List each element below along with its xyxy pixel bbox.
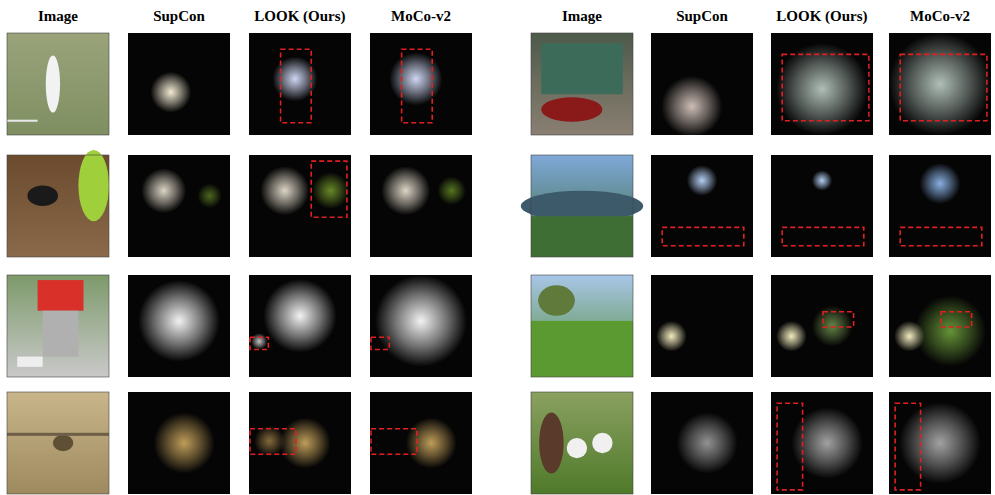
attention-map <box>370 155 472 257</box>
attention-map <box>249 33 351 135</box>
highlight-box <box>895 403 921 490</box>
highlight-box <box>402 49 433 122</box>
photo-tile <box>7 275 109 377</box>
column-header: LOOK (Ours) <box>239 7 361 25</box>
highlight-box <box>941 312 972 327</box>
column-header: SupCon <box>118 7 240 25</box>
highlight-box <box>250 337 268 349</box>
highlight-box <box>782 227 864 245</box>
column-header: MoCo-v2 <box>879 7 995 25</box>
attention-map <box>128 275 230 377</box>
highlight-box <box>371 429 417 455</box>
highlight-box <box>782 54 869 120</box>
attention-map <box>771 275 873 377</box>
attention-map <box>128 155 230 257</box>
photo-tile <box>7 392 109 494</box>
attention-map <box>249 392 351 494</box>
photo-tile <box>531 392 633 494</box>
attention-map <box>651 155 753 257</box>
column-header: SupCon <box>641 7 763 25</box>
photo-tile <box>531 275 633 377</box>
column-header: LOOK (Ours) <box>761 7 883 25</box>
attention-map <box>889 392 991 494</box>
attention-map <box>771 155 873 257</box>
photo-tile <box>7 33 109 135</box>
highlight-box <box>662 227 744 245</box>
photo-tile <box>7 150 109 257</box>
photo-tile <box>531 33 633 135</box>
attention-map <box>771 392 873 494</box>
attention-map <box>249 155 351 257</box>
attention-map <box>889 155 991 257</box>
column-header: Image <box>0 7 119 25</box>
highlight-box <box>900 54 987 120</box>
highlight-box <box>281 49 312 122</box>
highlight-box <box>311 161 347 217</box>
attention-map <box>370 275 472 377</box>
attention-map <box>889 275 991 377</box>
column-header: Image <box>521 7 643 25</box>
attention-map <box>651 392 753 494</box>
highlight-box <box>371 337 389 349</box>
attention-map <box>889 33 991 135</box>
column-header: MoCo-v2 <box>360 7 482 25</box>
highlight-box <box>900 227 982 245</box>
attention-map <box>771 33 873 135</box>
attention-map <box>128 392 230 494</box>
highlight-box <box>777 403 803 490</box>
attention-map <box>128 33 230 135</box>
highlight-box <box>250 429 296 455</box>
attention-map <box>249 275 351 377</box>
photo-tile <box>521 155 643 257</box>
attention-map <box>651 275 753 377</box>
highlight-box <box>823 312 854 327</box>
attention-map <box>370 33 472 135</box>
attention-map <box>651 33 753 137</box>
attention-map <box>370 392 472 494</box>
